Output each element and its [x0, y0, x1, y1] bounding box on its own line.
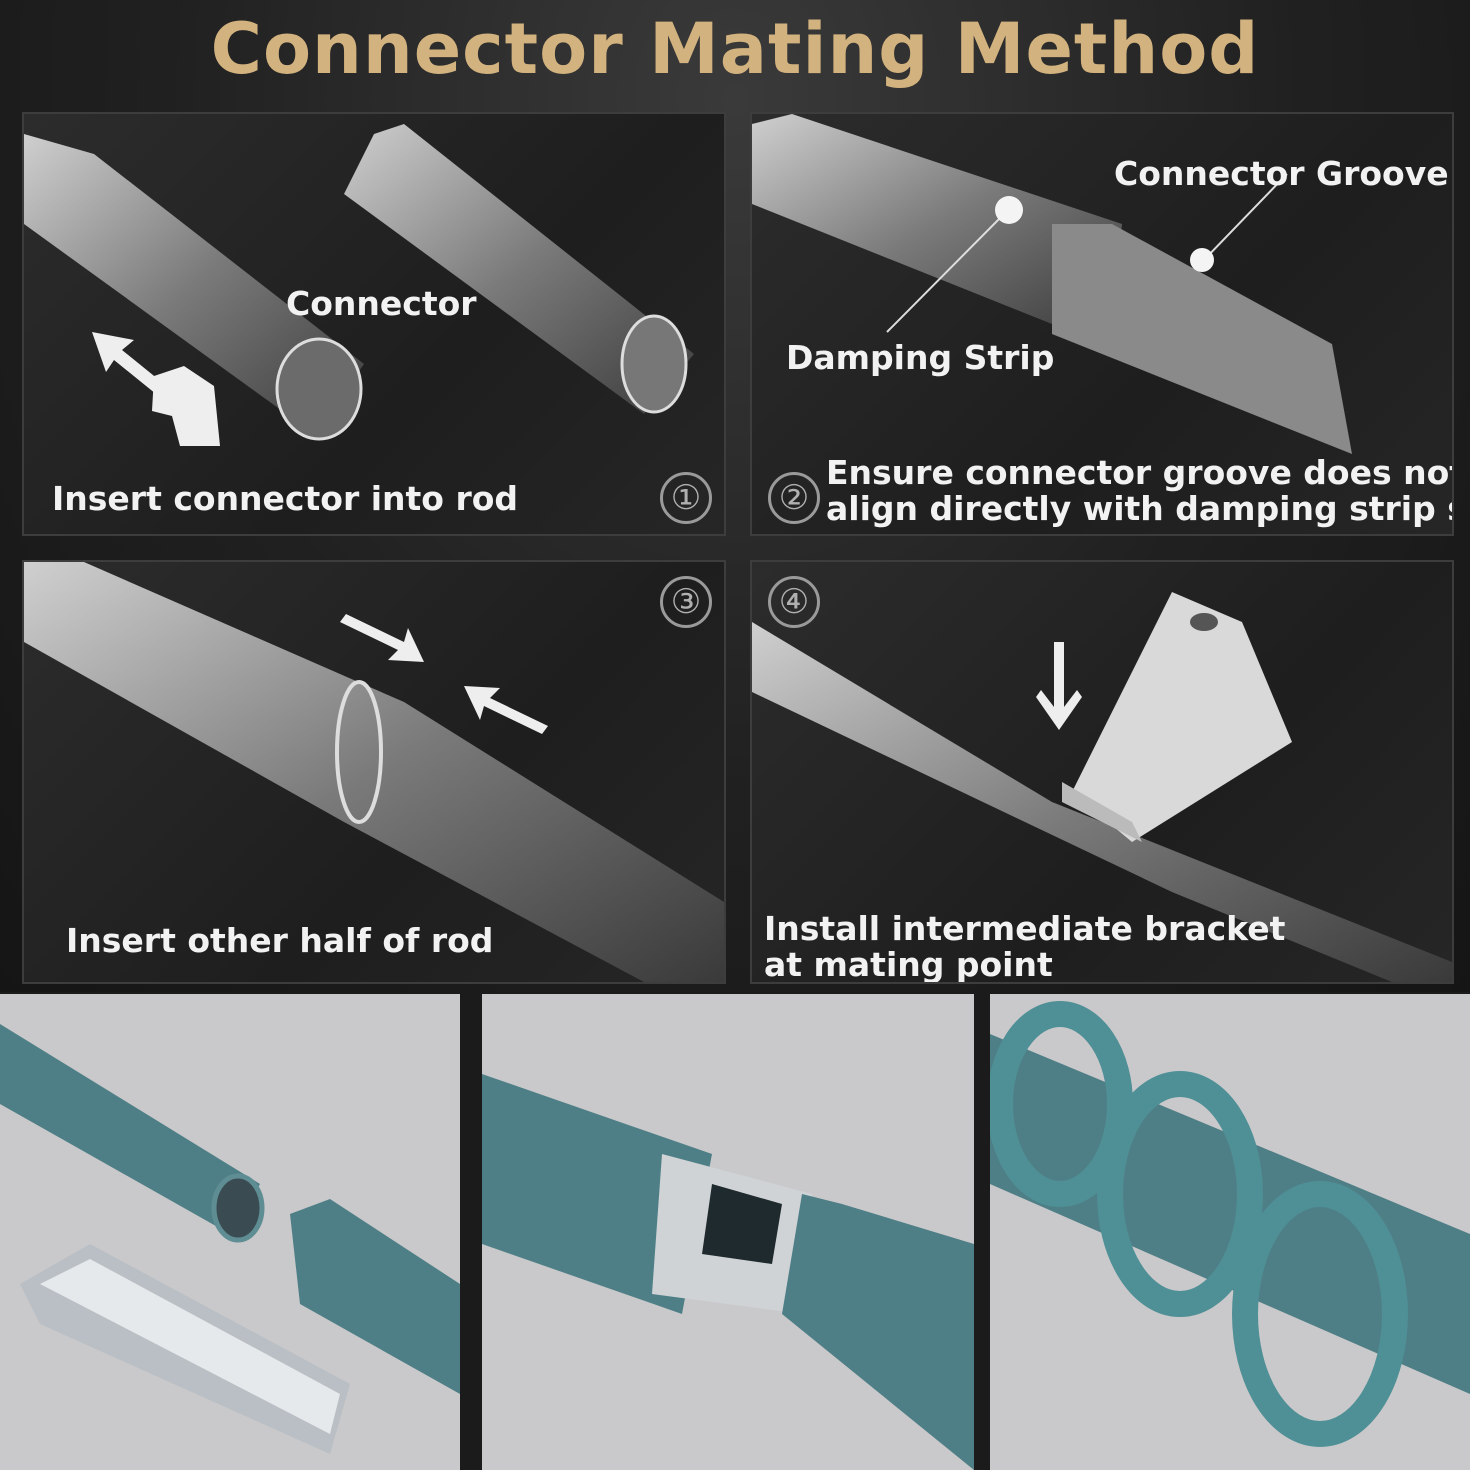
damping-strip-label: Damping Strip — [786, 338, 1055, 377]
page-title: Connector Mating Method — [210, 8, 1260, 90]
groove-illustration — [752, 114, 1352, 454]
step-1-caption: Insert connector into rod — [52, 479, 519, 518]
instructions-section: Connector Mating Method Connector Insert… — [0, 0, 1470, 992]
arrow-icon — [340, 614, 548, 734]
step-3-panel: ③ Insert other half of rod — [22, 560, 726, 984]
connector-groove-label: Connector Groove — [1114, 154, 1449, 193]
step-3-number: ③ — [660, 576, 712, 628]
photo-rod-rings — [990, 994, 1470, 1470]
down-arrow-icon — [1036, 642, 1082, 730]
step-3-caption: Insert other half of rod — [66, 921, 494, 960]
bracket-icon — [1062, 592, 1292, 842]
step-2-caption-line1: Ensure connector groove does not — [826, 453, 1454, 492]
step-1-number: ① — [660, 472, 712, 524]
step-4-caption-line2: at mating point — [764, 945, 1053, 984]
rod-join-illustration — [24, 562, 724, 982]
step-2-number: ② — [768, 472, 820, 524]
arrow-icon — [92, 332, 164, 394]
connector-illustration — [24, 124, 694, 446]
step-4-caption-line1: Install intermediate bracket — [764, 909, 1286, 948]
step-1-panel: Connector Insert connector into rod ① — [22, 112, 726, 536]
photo-rod-connector — [482, 994, 974, 1470]
step-2-caption-line2: align directly with damping strip slot — [826, 489, 1454, 528]
hand-icon — [152, 366, 220, 446]
step-2-panel: Connector Groove Damping Strip ② Ensure … — [750, 112, 1454, 536]
bracket-illustration — [752, 592, 1452, 982]
step-4-panel: ④ Install intermediate bracket at mating… — [750, 560, 1454, 984]
photo-rod-parts — [0, 994, 460, 1470]
connector-label: Connector — [286, 284, 477, 323]
step-4-number: ④ — [768, 576, 820, 628]
